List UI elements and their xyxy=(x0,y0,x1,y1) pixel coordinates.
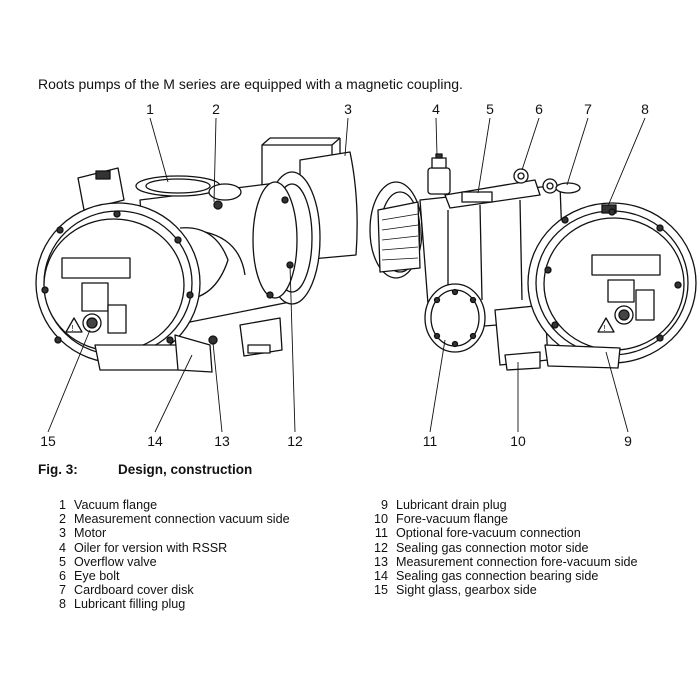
legend-item-number: 13 xyxy=(373,554,388,569)
legend-item-label: Cardboard cover disk xyxy=(74,583,194,598)
legend-item-label: Measurement connection vacuum side xyxy=(74,512,290,527)
legend-item-label: Measurement connection fore-vacuum side xyxy=(396,554,638,569)
left-pump-drawing: ! xyxy=(35,137,358,373)
legend-item-label: Motor xyxy=(74,526,107,541)
callout-14: 14 xyxy=(147,433,163,449)
callout-2: 2 xyxy=(212,101,220,117)
leader-lines xyxy=(47,117,646,433)
legend-item: 5 Overflow valve xyxy=(44,555,290,569)
legend-item-label: Fore-vacuum flange xyxy=(396,512,508,527)
legend-right-column: 9 Lubricant drain plug 10 Fore-vacuum flan… xyxy=(366,498,638,597)
callout-12: 12 xyxy=(287,433,303,449)
legend-item-label: Overflow valve xyxy=(74,554,157,569)
pump-figure: ! xyxy=(35,101,697,449)
intro-text: Roots pumps of the M series are equipped… xyxy=(38,76,463,92)
legend-item-number: 4 xyxy=(58,540,66,555)
legend-item: 8 Lubricant filling plug xyxy=(44,597,290,611)
legend-item: 1 Vacuum flange xyxy=(44,498,290,512)
legend-item: 15 Sight glass, gearbox side xyxy=(366,583,638,597)
legend-item: 7 Cardboard cover disk xyxy=(44,583,290,597)
legend-item-label: Sight glass, gearbox side xyxy=(396,583,537,598)
figure-caption: Fig. 3: Design, construction xyxy=(38,462,252,477)
legend-item-number: 10 xyxy=(373,512,388,527)
legend-item: 11 Optional fore-vacuum connection xyxy=(366,526,638,540)
legend-item-label: Sealing gas connection motor side xyxy=(396,540,589,555)
legend-item-number: 9 xyxy=(380,498,388,512)
callout-6: 6 xyxy=(535,101,543,117)
callout-3: 3 xyxy=(344,101,352,117)
legend-item-label: Oiler for version with RSSR xyxy=(74,540,228,555)
legend-item-label: Sealing gas connection bearing side xyxy=(396,569,599,584)
callout-4: 4 xyxy=(432,101,440,117)
legend-item-number: 8 xyxy=(58,597,66,612)
legend-item: 13 Measurement connection fore-vacuum sid… xyxy=(366,555,638,569)
legend-item-label: Eye bolt xyxy=(74,569,120,584)
legend-item: 6 Eye bolt xyxy=(44,569,290,583)
legend-item-label: Vacuum flange xyxy=(74,498,158,512)
callout-15: 15 xyxy=(40,433,56,449)
callout-13: 13 xyxy=(214,433,230,449)
callout-10: 10 xyxy=(510,433,526,449)
legend-item: 14 Sealing gas connection bearing side xyxy=(366,569,638,583)
figure-title: Design, construction xyxy=(118,462,253,477)
legend-item-number: 15 xyxy=(373,583,388,598)
svg-text:!: ! xyxy=(72,324,74,333)
callout-11: 11 xyxy=(423,433,438,449)
legend-item: 10 Fore-vacuum flange xyxy=(366,512,638,526)
callout-1: 1 xyxy=(146,101,154,117)
right-pump-drawing: ! xyxy=(369,153,697,371)
legend-item-label: Lubricant filling plug xyxy=(74,597,186,612)
legend-item: 2 Measurement connection vacuum side xyxy=(44,512,290,526)
legend-item-label: Optional fore-vacuum connection xyxy=(396,526,581,541)
callout-7: 7 xyxy=(584,101,592,117)
legend-item-number: 14 xyxy=(373,569,388,584)
legend-item-number: 2 xyxy=(58,512,66,527)
legend-item-number: 11 xyxy=(374,526,388,541)
legend-item-number: 1 xyxy=(58,498,66,512)
legend-item: 4 Oiler for version with RSSR xyxy=(44,541,290,555)
legend-item: 9 Lubricant drain plug xyxy=(366,498,638,512)
legend-left-column: 1 Vacuum flange 2 Measurement connection v… xyxy=(44,498,290,612)
legend-item-label: Lubricant drain plug xyxy=(396,498,507,512)
legend-item-number: 3 xyxy=(58,526,66,541)
legend-item-number: 7 xyxy=(58,583,66,598)
legend-item-number: 5 xyxy=(58,554,66,569)
figure-number: Fig. 3: xyxy=(38,462,78,477)
legend-item-number: 6 xyxy=(58,569,66,584)
callout-5: 5 xyxy=(486,101,494,117)
legend-item: 12 Sealing gas connection motor side xyxy=(366,541,638,555)
callout-9: 9 xyxy=(624,433,632,449)
svg-text:!: ! xyxy=(604,324,606,333)
legend-item-number: 12 xyxy=(373,540,388,555)
legend-item: 3 Motor xyxy=(44,526,290,540)
callout-8: 8 xyxy=(641,101,649,117)
